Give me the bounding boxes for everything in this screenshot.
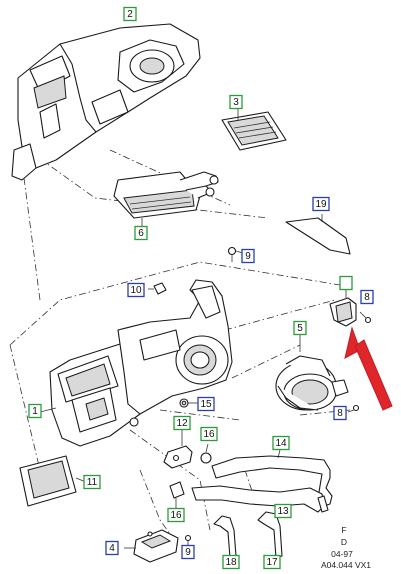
blower-motor-part <box>275 334 349 411</box>
callout-c13: 13 <box>274 503 292 519</box>
callout-c16b: 16 <box>167 507 185 523</box>
callout-c14: 14 <box>272 435 290 451</box>
footer-date: 04-97 <box>331 549 353 559</box>
callout-c1: 1 <box>28 403 42 419</box>
callout-c18: 18 <box>222 554 240 570</box>
callout-box <box>173 415 191 431</box>
callout-box <box>333 405 347 421</box>
callout-box <box>360 289 374 305</box>
callout-c7: 7 <box>339 275 353 291</box>
callout-box <box>105 540 119 556</box>
callout-number: 8 <box>364 292 370 303</box>
callout-c17: 17 <box>263 554 281 570</box>
callout-box <box>293 320 307 336</box>
callout-number: 19 <box>315 199 327 210</box>
callout-number: 7 <box>343 278 349 289</box>
heater-core-part <box>113 171 219 228</box>
callout-number: 8 <box>337 408 343 419</box>
pipe-clip-part-upper <box>200 443 212 464</box>
callout-c8a: 8 <box>360 289 374 305</box>
callout-box <box>83 474 101 490</box>
callout-number: 11 <box>87 477 98 488</box>
pipe-bracket-part <box>163 430 193 469</box>
callout-box <box>127 282 145 298</box>
callout-number: 6 <box>138 228 144 239</box>
callout-number: 15 <box>200 399 212 410</box>
screw-part-bottom <box>184 534 192 546</box>
callout-c19: 19 <box>312 196 330 212</box>
callout-box <box>200 426 218 442</box>
seal-strip-part <box>285 214 351 255</box>
callout-labels: 2 3 6 19 9 10 7 8 5 1 15 8 12 16 14 11 16 13 4 9 18 17 <box>28 6 374 570</box>
callout-box <box>197 396 215 412</box>
callout-number: 1 <box>32 406 38 417</box>
actuator-motor-part <box>124 529 179 563</box>
actuator-bracket-part <box>329 286 357 327</box>
screw-part-lower <box>347 404 360 413</box>
clip-part <box>148 282 167 295</box>
callout-number: 14 <box>275 438 287 449</box>
callout-c6: 6 <box>134 225 148 241</box>
callout-number: 4 <box>109 543 115 554</box>
callout-box <box>123 6 137 22</box>
recirc-flap-part <box>19 455 87 507</box>
upper-housing-part <box>11 23 201 181</box>
callout-c9b: 9 <box>181 544 195 560</box>
callout-c5: 5 <box>293 320 307 336</box>
callout-number: 5 <box>297 323 303 334</box>
screw-part-upper <box>227 246 244 262</box>
callout-box <box>229 94 243 110</box>
blower-housing-part <box>39 279 233 447</box>
callout-number: 12 <box>176 418 188 429</box>
callout-c16a: 16 <box>200 426 218 442</box>
cable-ties-part <box>213 511 283 561</box>
callout-box <box>28 403 42 419</box>
nut-part <box>179 398 198 408</box>
red-arrow-pointer <box>344 326 393 411</box>
callout-number: 18 <box>225 557 237 568</box>
callout-c10: 10 <box>127 282 145 298</box>
callout-box <box>241 248 255 264</box>
callout-number: 17 <box>266 557 278 568</box>
cabin-filter-part <box>221 109 287 151</box>
callout-c12: 12 <box>173 415 191 431</box>
footer-mark-top: F <box>341 525 346 535</box>
callout-c8b: 8 <box>333 405 347 421</box>
callout-c15: 15 <box>197 396 215 412</box>
callout-number: 16 <box>170 510 182 521</box>
callout-c11: 11 <box>83 474 101 490</box>
callout-number: 9 <box>185 547 191 558</box>
callout-number: 2 <box>127 9 133 20</box>
callout-box <box>274 503 292 519</box>
pipe-clip-part-lower <box>169 481 185 508</box>
footer-code: A04.044 VX1 <box>321 560 371 570</box>
callout-box <box>312 196 330 212</box>
callout-box <box>181 544 195 560</box>
callout-c9: 9 <box>241 248 255 264</box>
callout-box <box>134 225 148 241</box>
callout-number: 9 <box>245 251 251 262</box>
footer-mark-bottom: D <box>341 537 347 547</box>
callout-box <box>339 275 353 291</box>
callout-number: 3 <box>233 97 239 108</box>
heater-pipes-part <box>191 449 333 513</box>
footer-block: F D 04-97 A04.044 VX1 <box>321 525 371 570</box>
callout-c3: 3 <box>229 94 243 110</box>
callout-number: 10 <box>130 285 142 296</box>
callout-number: 16 <box>203 429 215 440</box>
callout-box <box>263 554 281 570</box>
callout-number: 13 <box>277 506 289 517</box>
screw-part-right <box>359 311 372 324</box>
callout-box <box>222 554 240 570</box>
callout-c2: 2 <box>123 6 137 22</box>
callout-box <box>272 435 290 451</box>
callout-c4: 4 <box>105 540 119 556</box>
callout-box <box>167 507 185 523</box>
